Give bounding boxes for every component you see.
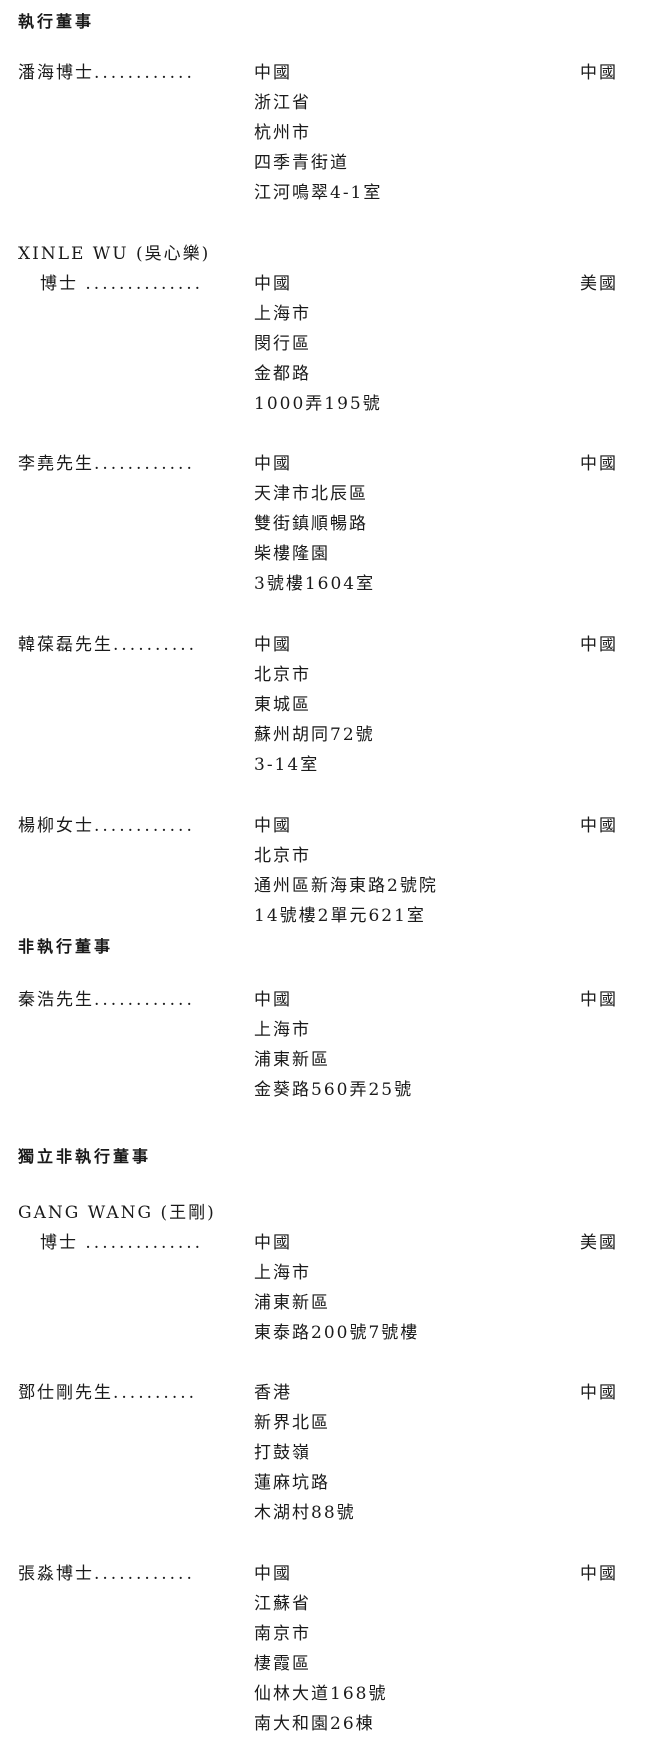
address-line: 中國 <box>254 816 292 836</box>
director-name: 楊柳女士............ <box>18 816 195 836</box>
address-line: 江蘇省 <box>254 1594 311 1614</box>
address-line: 棲霞區 <box>254 1654 311 1674</box>
address-line: 通州區新海東路2號院 <box>254 876 438 896</box>
address-line: 金葵路560弄25號 <box>254 1080 414 1100</box>
address-line: 雙街鎮順暢路 <box>254 514 368 534</box>
address-line: 木湖村88號 <box>254 1503 356 1523</box>
address-line: 金都路 <box>254 364 311 384</box>
address-line: 蘇州胡同72號 <box>254 725 375 745</box>
address-line: 中國 <box>254 63 292 83</box>
address-line: 柴樓隆園 <box>254 544 330 564</box>
address-line: 中國 <box>254 274 292 294</box>
address-line: 仙林大道168號 <box>254 1684 388 1704</box>
director-nationality: 中國 <box>580 1383 618 1403</box>
director-nationality: 中國 <box>580 816 618 836</box>
director-nationality: 中國 <box>580 635 618 655</box>
director-nationality: 中國 <box>580 454 618 474</box>
director-name: GANG WANG (王剛) <box>18 1203 216 1223</box>
director-name: XINLE WU (吳心樂) <box>18 244 211 264</box>
address-line: 浙江省 <box>254 93 311 113</box>
director-name: 韓葆磊先生.......... <box>18 635 198 655</box>
address-line: 1000弄195號 <box>254 394 382 414</box>
section-heading-non-executive: 非執行董事 <box>18 937 114 956</box>
address-line: 3-14室 <box>254 755 320 775</box>
address-line: 浦東新區 <box>254 1050 330 1070</box>
address-line: 天津市北辰區 <box>254 484 368 504</box>
address-line: 南大和園26棟 <box>254 1714 375 1734</box>
address-line: 中國 <box>254 1233 292 1253</box>
address-line: 3號樓1604室 <box>254 574 376 594</box>
address-line: 南京市 <box>254 1624 311 1644</box>
address-line: 上海市 <box>254 1263 311 1283</box>
address-line: 東城區 <box>254 695 311 715</box>
director-title: 博士 .............. <box>40 274 204 294</box>
director-name: 張淼博士............ <box>18 1564 195 1584</box>
section-heading-independent: 獨立非執行董事 <box>18 1147 152 1166</box>
director-nationality: 中國 <box>580 63 618 83</box>
section-heading-executive: 執行董事 <box>18 12 95 31</box>
address-line: 中國 <box>254 454 292 474</box>
director-nationality: 中國 <box>580 990 618 1010</box>
director-name: 秦浩先生............ <box>18 990 195 1010</box>
address-line: 打鼓嶺 <box>254 1443 311 1463</box>
director-nationality: 美國 <box>580 274 618 294</box>
director-name: 潘海博士............ <box>18 63 195 83</box>
address-line: 蓮麻坑路 <box>254 1473 330 1493</box>
director-name: 鄧仕剛先生.......... <box>18 1383 198 1403</box>
director-name: 李堯先生............ <box>18 454 195 474</box>
address-line: 東泰路200號7號樓 <box>254 1323 420 1343</box>
address-line: 江河鳴翠4-1室 <box>254 183 383 203</box>
address-line: 中國 <box>254 1564 292 1584</box>
address-line: 香港 <box>254 1383 292 1403</box>
address-line: 閔行區 <box>254 334 311 354</box>
address-line: 上海市 <box>254 304 311 324</box>
address-line: 新界北區 <box>254 1413 330 1433</box>
address-line: 北京市 <box>254 665 311 685</box>
director-nationality: 中國 <box>580 1564 618 1584</box>
director-title: 博士 .............. <box>40 1233 204 1253</box>
address-line: 北京市 <box>254 846 311 866</box>
address-line: 四季青街道 <box>254 153 349 173</box>
director-nationality: 美國 <box>580 1233 618 1253</box>
address-line: 中國 <box>254 990 292 1010</box>
address-line: 杭州市 <box>254 123 311 143</box>
address-line: 浦東新區 <box>254 1293 330 1313</box>
address-line: 中國 <box>254 635 292 655</box>
address-line: 上海市 <box>254 1020 311 1040</box>
address-line: 14號樓2單元621室 <box>254 906 426 926</box>
